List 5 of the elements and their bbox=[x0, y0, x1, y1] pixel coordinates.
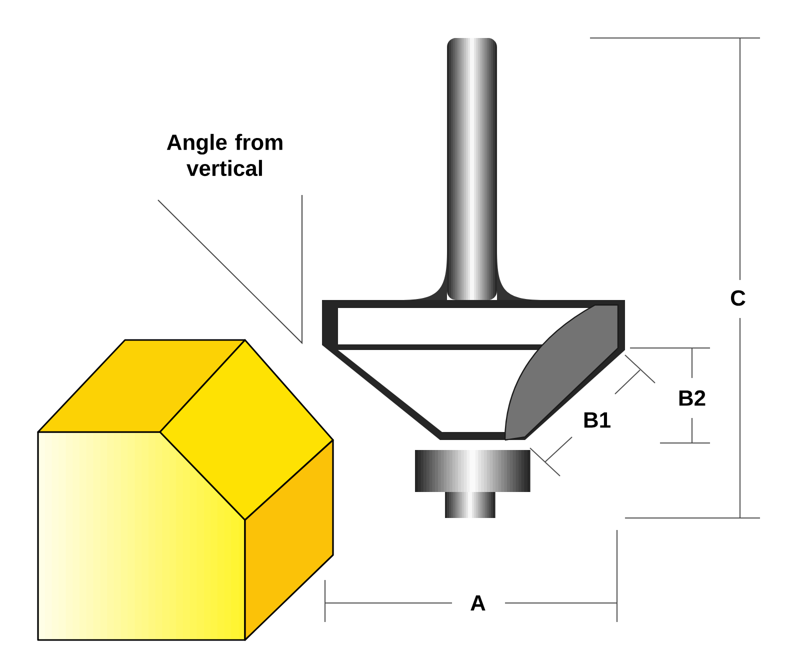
dimension-label: B1 bbox=[584, 412, 610, 428]
dimension-label: B2 bbox=[679, 390, 706, 406]
callout-text: Angle from vertical bbox=[166, 134, 282, 176]
dimension-label: A bbox=[470, 595, 486, 611]
dimension-label: C bbox=[730, 290, 746, 306]
